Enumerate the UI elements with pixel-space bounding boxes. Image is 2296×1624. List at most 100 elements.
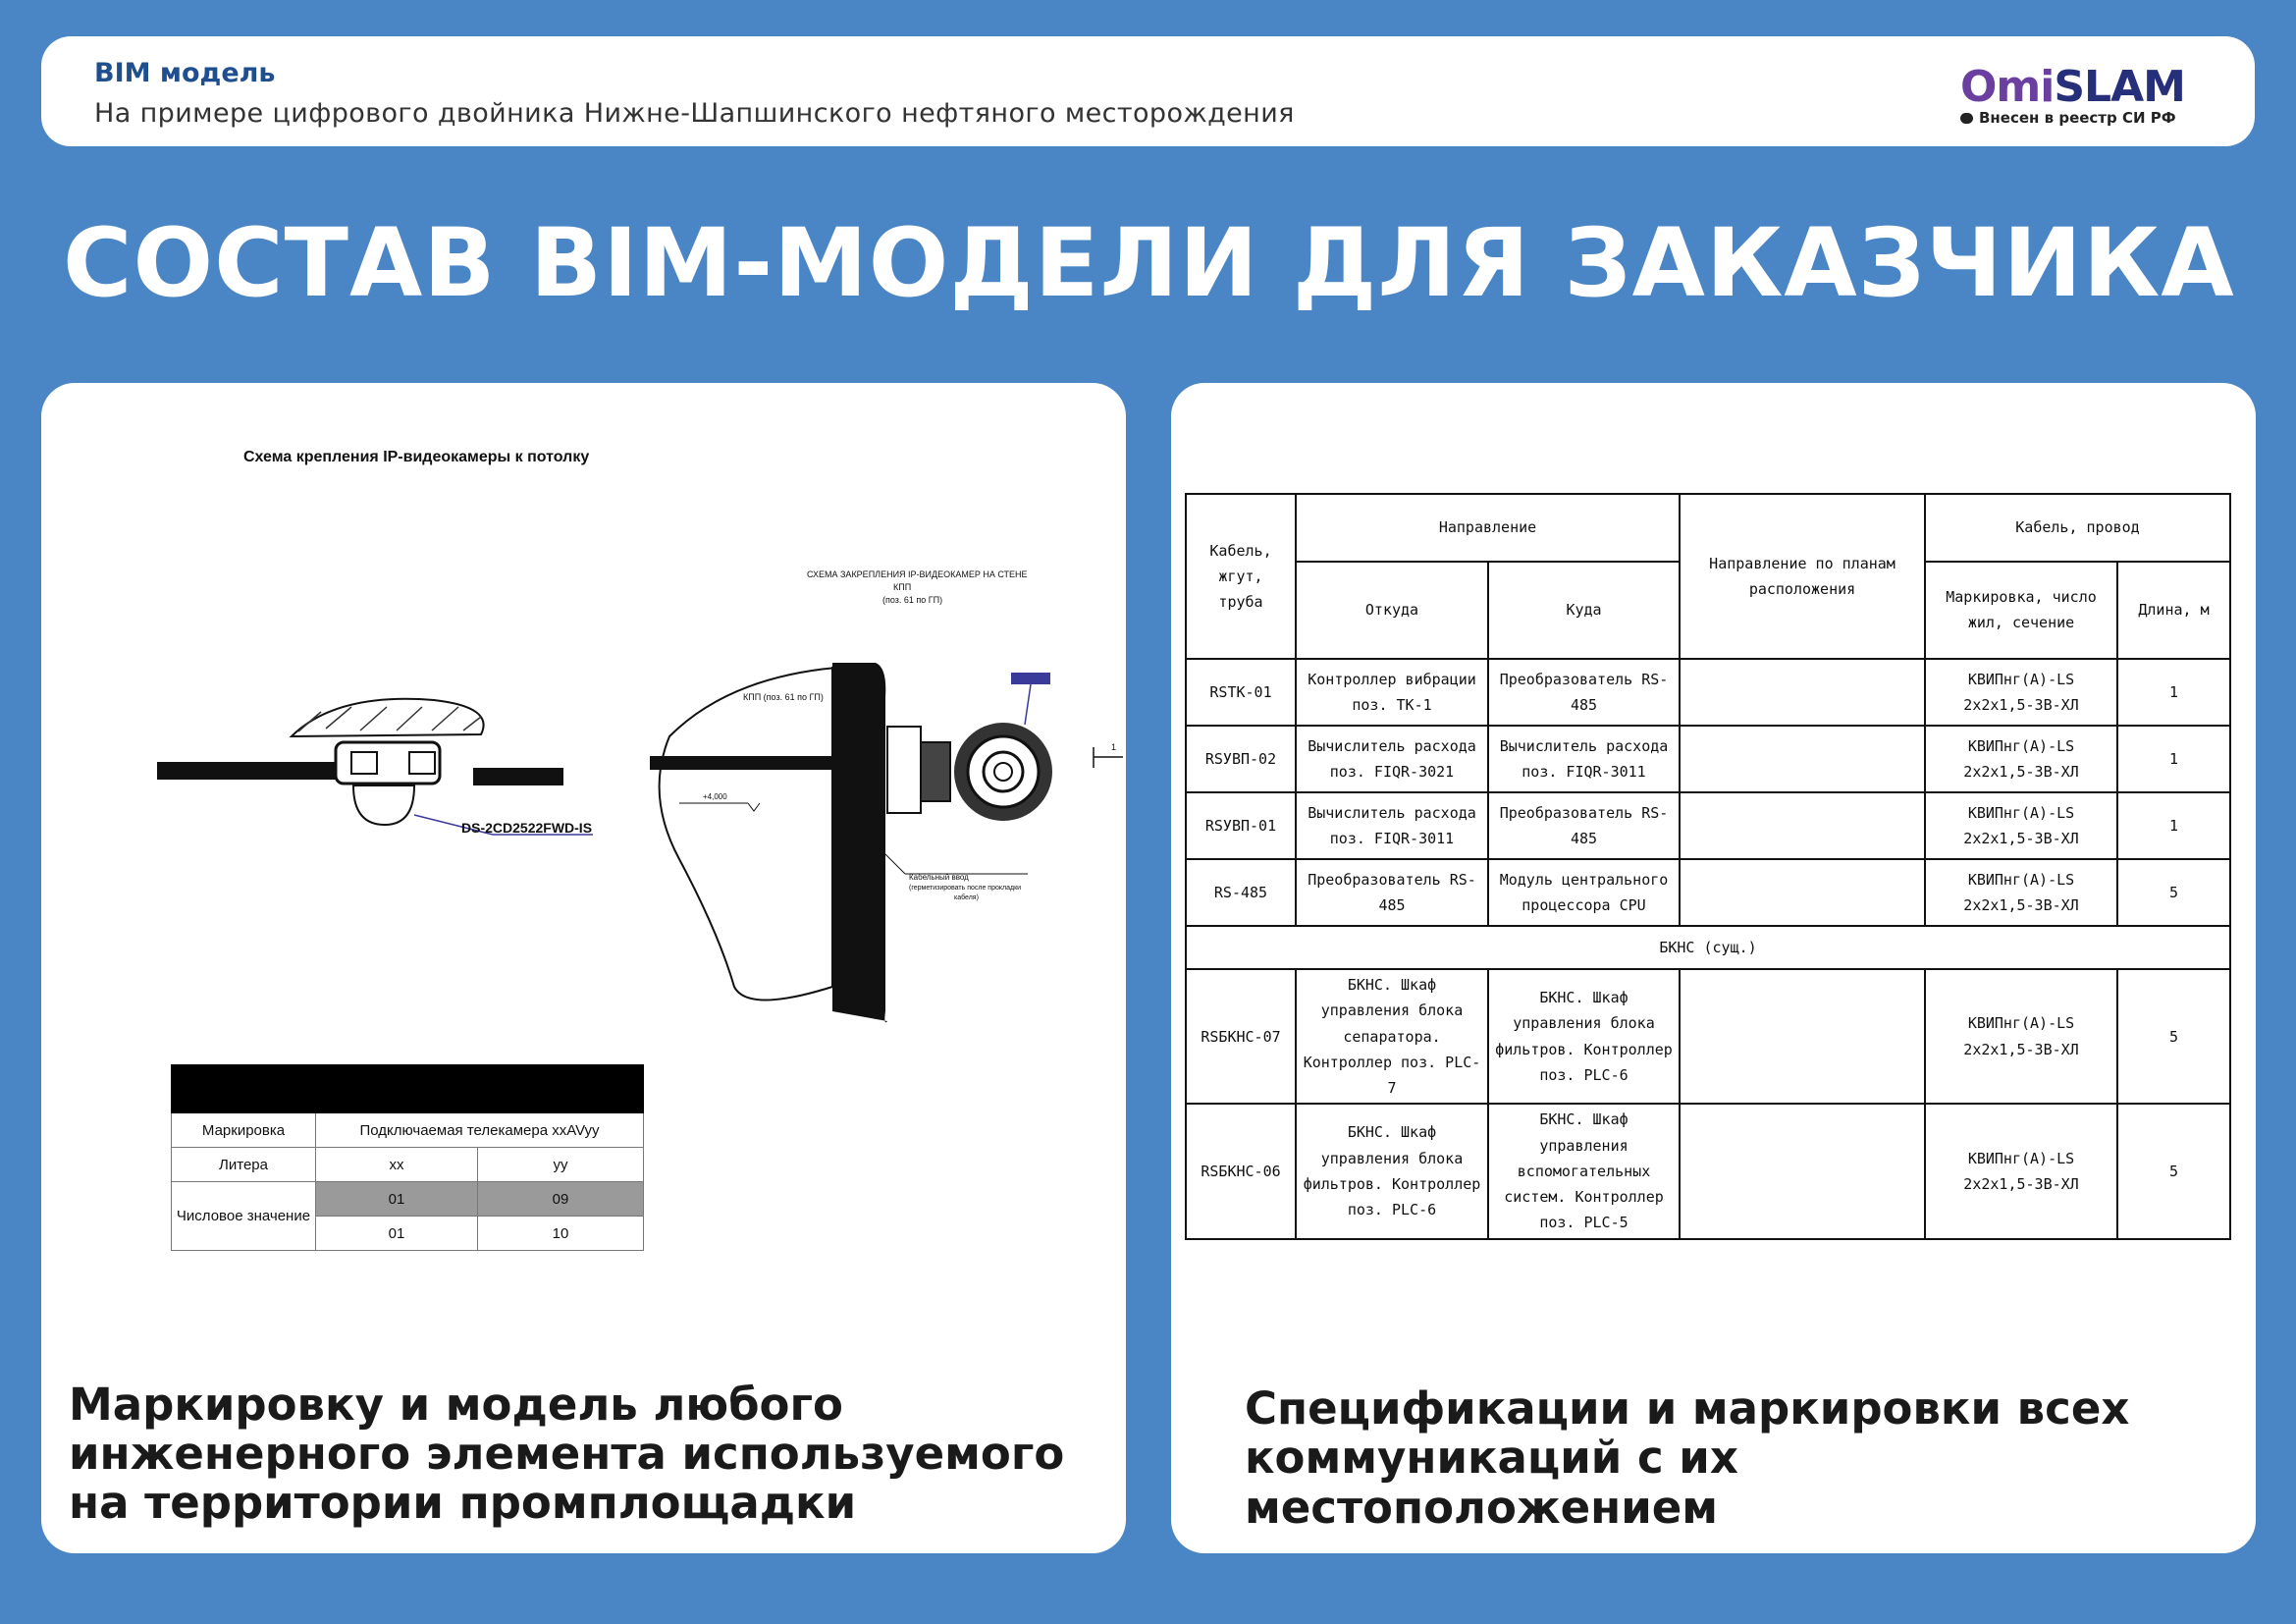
registry-icon	[1960, 113, 1973, 124]
table-cell: 10	[477, 1216, 644, 1251]
section-label: BIM модель	[94, 58, 276, 88]
col-to: Куда	[1487, 560, 1681, 661]
cell-plan	[1679, 791, 1926, 860]
header-subtitle: На примере цифрового двойника Нижне-Шапш…	[94, 98, 1295, 129]
panel-specifications: Кабель, жгут, труба Направление Направле…	[1171, 383, 2256, 1553]
cell-from: Вычислитель расхода поз. FIQR-3021	[1295, 725, 1489, 793]
right-caption: Спецификации и маркировки всех коммуника…	[1245, 1382, 2130, 1534]
cell-cable: КВИПнг(А)-LS 2x2x1,5-ЗВ-ХЛ	[1924, 725, 2118, 793]
cell-plan	[1679, 967, 1926, 1106]
omislam-logo: OmiSLAM Внесен в реестр СИ РФ	[1960, 62, 2196, 131]
col-direction: Направление	[1295, 493, 1681, 563]
table-header-row: Откуда Куда Маркировка, число жил, сечен…	[1186, 560, 2231, 661]
cell-cable: КВИПнг(А)-LS 2x2x1,5-ЗВ-ХЛ	[1924, 967, 2118, 1106]
cell-from: БКНС. Шкаф управления блока фильтров. Ко…	[1295, 1103, 1489, 1240]
marking-table-header	[171, 1064, 644, 1113]
table-row: RSБКНС-06 БКНС. Шкаф управления блока фи…	[1185, 1103, 2231, 1240]
cell-to: БКНС. Шкаф управления вспомогательных си…	[1487, 1103, 1681, 1240]
cell-length: 5	[2116, 858, 2231, 927]
table-cell: yy	[477, 1147, 644, 1182]
cable-entry-note-2: кабеля)	[954, 893, 979, 901]
cell-length: 1	[2116, 725, 2231, 793]
kpp-label: КПП (поз. 61 по ГП)	[743, 692, 824, 702]
table-row: RSУВП-01 Вычислитель расхода поз. FIQR-3…	[1185, 791, 2231, 860]
cell-plan	[1679, 1103, 1926, 1240]
cell-length: 1	[2116, 791, 2231, 860]
cell-id: RSУВП-01	[1185, 791, 1297, 860]
table-header-row: Кабель, жгут, труба Направление Направле…	[1185, 493, 2231, 660]
cell-cable: КВИПнг(А)-LS 2x2x1,5-ЗВ-ХЛ	[1924, 791, 2118, 860]
table-row: Литера xx yy	[171, 1147, 644, 1182]
cable-entry-note: (герметизировать после прокладки	[909, 885, 1021, 892]
col-plan: Направление по планам расположения	[1679, 493, 1926, 660]
table-cell: Маркировка	[171, 1112, 316, 1148]
registry-note: Внесен в реестр СИ РФ	[1960, 109, 2176, 127]
table-cell: 01	[315, 1181, 478, 1217]
cell-plan	[1679, 658, 1926, 727]
cell-id: RSTK-01	[1185, 658, 1297, 727]
section-axis-label: 1	[1111, 742, 1116, 752]
table-cell: Числовое значение	[171, 1181, 316, 1251]
table-row: Маркировка Подключаемая телекамера xxAVy…	[171, 1112, 644, 1148]
logo-om: Omi	[1960, 62, 2055, 112]
section-row: БКНС (сущ.)	[1185, 925, 2231, 970]
table-row: RSБКНС-07 БКНС. Шкаф управления блока се…	[1185, 967, 2231, 1106]
level-mark: +4,000	[703, 792, 727, 801]
cell-cable: КВИПнг(А)-LS 2x2x1,5-ЗВ-ХЛ	[1924, 1103, 2118, 1240]
cell-length: 1	[2116, 658, 2231, 727]
logo-wordmark: OmiSLAM	[1960, 62, 2186, 112]
page-title: СОСТАВ BIM-МОДЕЛИ ДЛЯ ЗАКАЗЧИКА	[63, 208, 2235, 318]
table-cell: xx	[315, 1147, 478, 1182]
cell-to: Преобразователь RS-485	[1487, 658, 1681, 727]
col-cable: Кабель, жгут, труба	[1185, 493, 1297, 660]
table-cell: Подключаемая телекамера xxAVyy	[315, 1112, 644, 1148]
cell-to: Преобразователь RS-485	[1487, 791, 1681, 860]
table-cell: 09	[477, 1181, 644, 1217]
header-bar: BIM модель На примере цифрового двойника…	[41, 36, 2255, 146]
left-caption: Маркировку и модель любого инженерного э…	[69, 1379, 1065, 1529]
table-row: RSTK-01 Контроллер вибрации поз. TK-1 Пр…	[1185, 658, 2231, 727]
wall-camera-figure: СХЕМА ЗАКРЕПЛЕНИЯ IP-ВИДЕОКАМЕР НА СТЕНЕ…	[650, 569, 1123, 1023]
ceiling-camera-figure: DS-2CD2522FWD-IS	[157, 697, 593, 836]
col-marking: Маркировка, число жил, сечение	[1924, 560, 2118, 661]
cell-plan	[1679, 725, 1926, 793]
table-cell: Литера	[171, 1147, 316, 1182]
registry-text: Внесен в реестр СИ РФ	[1979, 109, 2176, 127]
table-row: RS-485 Преобразователь RS-485 Модуль цен…	[1185, 858, 2231, 927]
cell-to: Вычислитель расхода поз. FIQR-3011	[1487, 725, 1681, 793]
section-title: БКНС (сущ.)	[1185, 925, 2231, 970]
cell-id: RSБКНС-06	[1185, 1103, 1297, 1240]
cell-plan	[1679, 858, 1926, 927]
cell-id: RS-485	[1185, 858, 1297, 927]
cell-id: RSУВП-02	[1185, 725, 1297, 793]
wall-heading-kpp: КПП	[893, 582, 911, 592]
cell-from: БКНС. Шкаф управления блока сепаратора. …	[1295, 967, 1489, 1106]
col-length: Длина, м	[2116, 560, 2231, 661]
camera-mounting-drawing: Схема крепления IP-видеокамеры к потолку…	[157, 449, 1123, 1023]
drawing-heading: Схема крепления IP-видеокамеры к потолку	[243, 449, 589, 465]
logo-slam: SLAM	[2054, 62, 2186, 112]
cell-cable: КВИПнг(А)-LS 2x2x1,5-ЗВ-ХЛ	[1924, 658, 2118, 727]
cell-from: Преобразователь RS-485	[1295, 858, 1489, 927]
cell-to: Модуль центрального процессора CPU	[1487, 858, 1681, 927]
table-row: 01 10	[172, 1216, 644, 1251]
cell-from: Вычислитель расхода поз. FIQR-3011	[1295, 791, 1489, 860]
marking-table: Маркировка Подключаемая телекамера xxAVy…	[171, 1064, 644, 1251]
panel-marking: Схема крепления IP-видеокамеры к потолку…	[41, 383, 1126, 1553]
camera-model-label: DS-2CD2522FWD-IS	[461, 820, 592, 836]
col-wire: Кабель, провод	[1924, 493, 2231, 563]
wall-heading-pos: (поз. 61 по ГП)	[882, 595, 942, 605]
cable-table: Кабель, жгут, труба Направление Направле…	[1185, 493, 2231, 1240]
cell-length: 5	[2116, 1103, 2231, 1240]
table-row: Числовое значение 01 09	[171, 1181, 644, 1251]
table-cell: 01	[315, 1216, 478, 1251]
wall-heading: СХЕМА ЗАКРЕПЛЕНИЯ IP-ВИДЕОКАМЕР НА СТЕНЕ	[807, 569, 1028, 579]
cable-entry-label: Кабельный ввод	[909, 873, 969, 882]
col-from: Откуда	[1295, 560, 1489, 661]
cell-to: БКНС. Шкаф управления блока фильтров. Ко…	[1487, 967, 1681, 1106]
cell-id: RSБКНС-07	[1185, 967, 1297, 1106]
cell-from: Контроллер вибрации поз. TK-1	[1295, 658, 1489, 727]
cell-cable: КВИПнг(А)-LS 2x2x1,5-ЗВ-ХЛ	[1924, 858, 2118, 927]
cell-length: 5	[2116, 967, 2231, 1106]
table-row: RSУВП-02 Вычислитель расхода поз. FIQR-3…	[1185, 725, 2231, 793]
